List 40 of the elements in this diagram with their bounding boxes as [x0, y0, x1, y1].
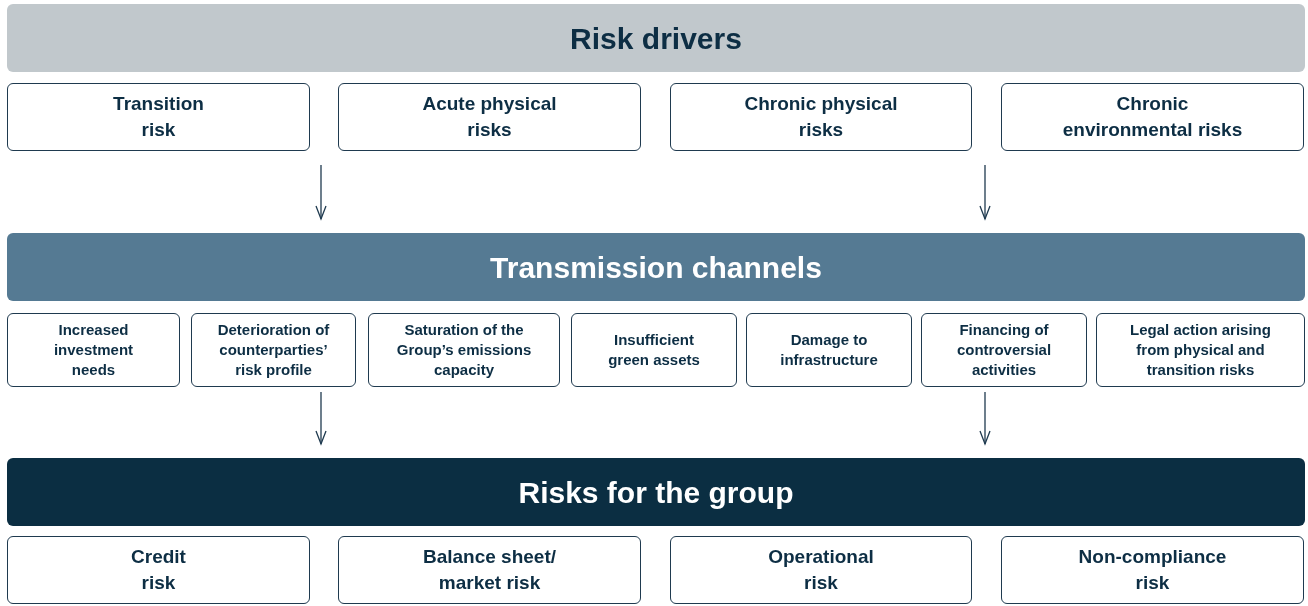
- category-label: Balance sheet/ market risk: [421, 545, 558, 595]
- category-box: [1001, 536, 1304, 604]
- category-label: Operational risk: [767, 545, 875, 595]
- arrow: [979, 164, 991, 220]
- category-box: [368, 313, 560, 387]
- category-label: Non-compliance risk: [1077, 545, 1228, 595]
- arrow: [979, 391, 991, 445]
- category-label: Financing of controversial activities: [955, 320, 1053, 380]
- category-box: [746, 313, 912, 387]
- category-box: [191, 313, 356, 387]
- category-box: [670, 83, 972, 151]
- category-box: [338, 536, 641, 604]
- category-label: Acute physical risks: [421, 92, 558, 142]
- category-label: Transition risk: [112, 92, 205, 142]
- category-label: Insufficient green assets: [607, 330, 701, 370]
- category-label: Saturation of the Group’s emissions capacity: [395, 320, 533, 380]
- section-band: [7, 458, 1305, 526]
- category-box: [921, 313, 1087, 387]
- category-label: Deterioration of counterparties’ risk profile: [216, 320, 331, 380]
- section-band: [7, 4, 1305, 72]
- category-box: [7, 536, 310, 604]
- section-title: Risks for the group: [518, 474, 794, 511]
- category-box: [1001, 83, 1304, 151]
- category-label: Credit risk: [130, 545, 187, 595]
- arrow: [315, 391, 327, 445]
- section-band: [7, 233, 1305, 301]
- section-title: Risk drivers: [570, 20, 742, 57]
- category-box: [670, 536, 972, 604]
- category-label: Damage to infrastructure: [779, 330, 879, 370]
- category-box: [1096, 313, 1305, 387]
- category-box: [571, 313, 737, 387]
- category-box: [7, 313, 180, 387]
- category-box: [338, 83, 641, 151]
- category-label: Chronic environmental risks: [1061, 92, 1244, 142]
- category-label: Increased investment needs: [52, 320, 135, 380]
- category-label: Legal action arising from physical and transition risks: [1129, 320, 1272, 380]
- arrow: [315, 164, 327, 220]
- category-box: [7, 83, 310, 151]
- category-label: Chronic physical risks: [743, 92, 899, 142]
- section-title: Transmission channels: [490, 249, 822, 286]
